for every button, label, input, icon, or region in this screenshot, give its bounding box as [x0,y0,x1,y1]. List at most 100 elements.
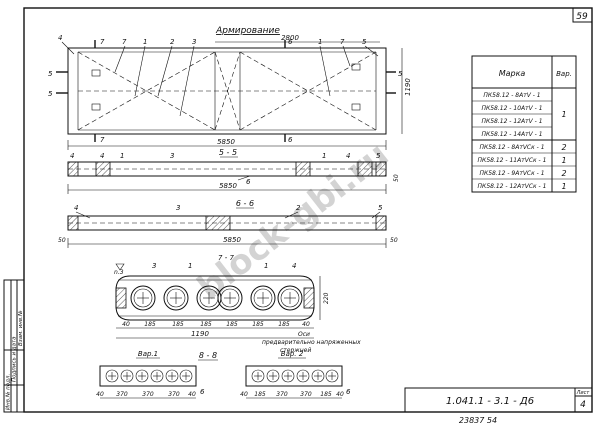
top-section7-top: 7 [100,38,105,46]
section-5-5: 5 - 5 4 4 1 3 1 4 5 6 50 5850 [67,148,400,194]
s55-callout-4b: 4 [100,152,104,160]
page-number-box [572,7,593,23]
marks-row-6-var: 2 [561,169,566,178]
top-callout-1b: 1 [318,38,322,46]
marks-row-1-var: 1 [561,110,566,119]
s77-hollow-cores [130,285,303,311]
top-callout-3: 3 [192,38,196,46]
s77-slab-outline [115,275,315,321]
top-dim-total: 5850 [217,138,235,146]
s77-dim-total: 1190 [191,330,209,338]
s77-dim-chain: 40 185 185 185 185 185 185 40 [116,321,314,329]
s77-dim-4: 185 [226,321,238,328]
var1-dim-2: 370 [142,391,154,398]
var2-dim-0: 40 [240,391,248,398]
var2-dim-3: 370 [300,391,312,398]
var2-dim-4: 185 [320,391,332,398]
var2-cores [251,369,339,383]
s55-callout-1a: 1 [120,152,124,160]
top-dim-height: 1190 [404,78,412,96]
var1-dim-4: 40 [188,391,196,398]
top-section6-top: 6 [288,38,293,46]
top-slab-outline [67,47,387,135]
top-section7-bottom: 7 [100,136,105,144]
marks-row-2-mark: ПК58.12 - 12АтV - 1 [481,118,542,125]
top-dim-inner: 2800 [281,34,299,42]
var1-callout: 6 [200,388,205,396]
marks-row-7-var: 1 [561,182,566,191]
top-callout-7b: 7 [340,38,345,46]
marks-row-7-mark: ПК58.12 - 12АтVСк - 1 [478,183,547,190]
stamp-replace-label: Взам. инв.№ [18,310,24,346]
s55-callout-4c: 4 [346,152,350,160]
marks-row-6-mark: ПК58.12 - 9АтVСк - 1 [479,170,544,177]
stamp-inv-label: Инв.№ подл. [6,374,12,410]
var2-dim-2: 370 [276,391,288,398]
s77-dim-5: 185 [252,321,264,328]
sheet-label: Лист [576,390,591,396]
var1-dim-0: 40 [96,391,104,398]
var2-callout: 6 [346,388,351,396]
s66-dim-right: 50 [390,237,398,244]
title-block: Лист 4 1.041.1 - 3.1 - Д6 [404,387,593,413]
var1-slab [99,365,197,387]
marks-row-5-var: 1 [561,156,566,165]
s77-title: 7 - 7 [218,254,234,262]
page-number: 59 [576,12,588,22]
s77-callout-1b: 1 [264,262,268,270]
s55-callout-6: 6 [246,178,251,186]
s77-axis-label-1: Оси [298,331,310,338]
marks-row-4-mark: ПК58.12 - 8АтVСк - 1 [479,144,544,151]
s77-level-mark: n.3 [114,269,124,276]
sheet-number: 4 [580,400,586,410]
s55-dim-end: 50 [393,174,400,182]
s77-callout-4: 4 [292,262,296,270]
s77-callout-1a: 1 [188,262,192,270]
s77-dim-1: 185 [144,321,156,328]
s88-title: 8 - 8 [199,351,217,360]
s55-callout-5: 5 [376,152,381,160]
var1-dim-3: 370 [168,391,180,398]
marks-col-mark: Марка [499,69,526,78]
s66-callout-3: 3 [176,204,180,212]
s77-dim-height: 220 [323,292,330,304]
s55-dim-length: 5850 [219,182,237,190]
marks-col-var: Вар. [556,70,572,78]
top-section5-left: 5 [48,70,53,78]
top-view: Армирование 2800 7 7 6 6 [48,26,412,150]
s77-dim-2: 185 [172,321,184,328]
s66-callout-4: 4 [74,204,78,212]
s66-callout-5: 5 [378,204,383,212]
var1-title: Вар.1 [138,350,158,358]
sheet-frame [23,7,593,413]
s66-dim-length: 5850 [223,236,241,244]
s77-dim-0: 40 [122,321,130,328]
marks-row-5-mark: ПК58.12 - 11АтVСк - 1 [478,157,547,164]
var2-dim-1: 185 [254,391,266,398]
marks-row-0-mark: ПК58.12 - 8АтV - 1 [483,92,540,99]
variant-2: Вар. 2 6 40 185 370 370 185 40 [240,350,351,399]
doc-code: 1.041.1 - 3.1 - Д6 [446,396,534,407]
stamp-sign-label: Подпись и дата [12,336,18,382]
left-stamp-column: Инв.№ подл. Подпись и дата Взам. инв.№ [3,279,25,413]
inv-number: 23837 54 [459,416,497,425]
var2-dim-5: 40 [336,391,344,398]
s77-dim-3: 185 [200,321,212,328]
s66-title: 6 - 6 [236,199,254,208]
var2-title: Вар. 2 [281,350,304,358]
s77-dim-6: 185 [278,321,290,328]
top-callout-7a: 7 [122,38,127,46]
top-section5-right: 5 [398,70,403,78]
top-callout-2: 2 [170,38,175,46]
top-callout-4: 4 [58,34,62,42]
top-callout-5: 5 [362,38,367,46]
s66-dim-left: 50 [58,237,66,244]
var1-cores [105,369,193,383]
s55-callout-3: 3 [170,152,174,160]
marks-row-4-var: 2 [561,143,566,152]
s77-axis-label-3: стержней [280,347,311,354]
top-view-title: Армирование [215,26,280,36]
s55-callout-4a: 4 [70,152,74,160]
s55-title: 5 - 5 [219,148,237,157]
